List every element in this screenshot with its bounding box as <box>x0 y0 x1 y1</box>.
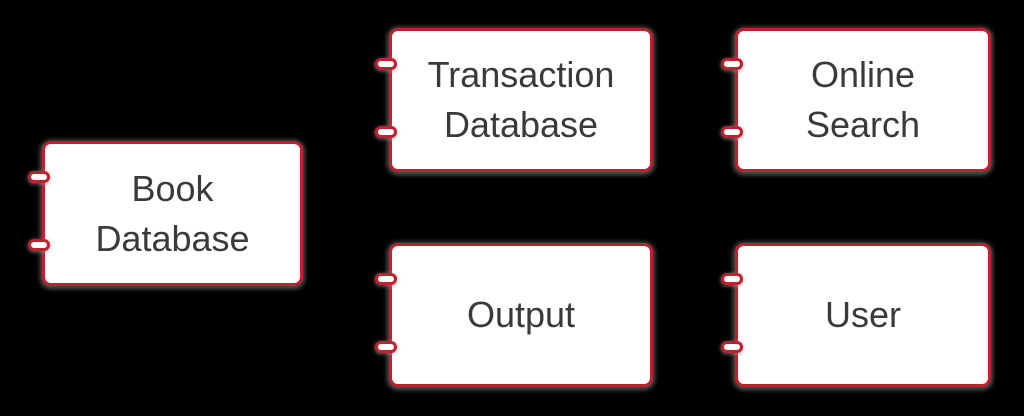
port-icon <box>721 126 743 138</box>
port-icon <box>375 58 397 70</box>
port-icon <box>721 273 743 285</box>
port-icon <box>721 58 743 70</box>
port-icon <box>721 341 743 353</box>
component-label: Output <box>466 294 576 336</box>
port-icon <box>375 273 397 285</box>
port-icon <box>28 239 50 251</box>
port-icon <box>375 126 397 138</box>
port-icon <box>28 171 50 183</box>
component-label: User <box>824 294 901 336</box>
component-user: User <box>721 243 991 387</box>
port-icon <box>375 341 397 353</box>
component-output: Output <box>375 243 653 387</box>
